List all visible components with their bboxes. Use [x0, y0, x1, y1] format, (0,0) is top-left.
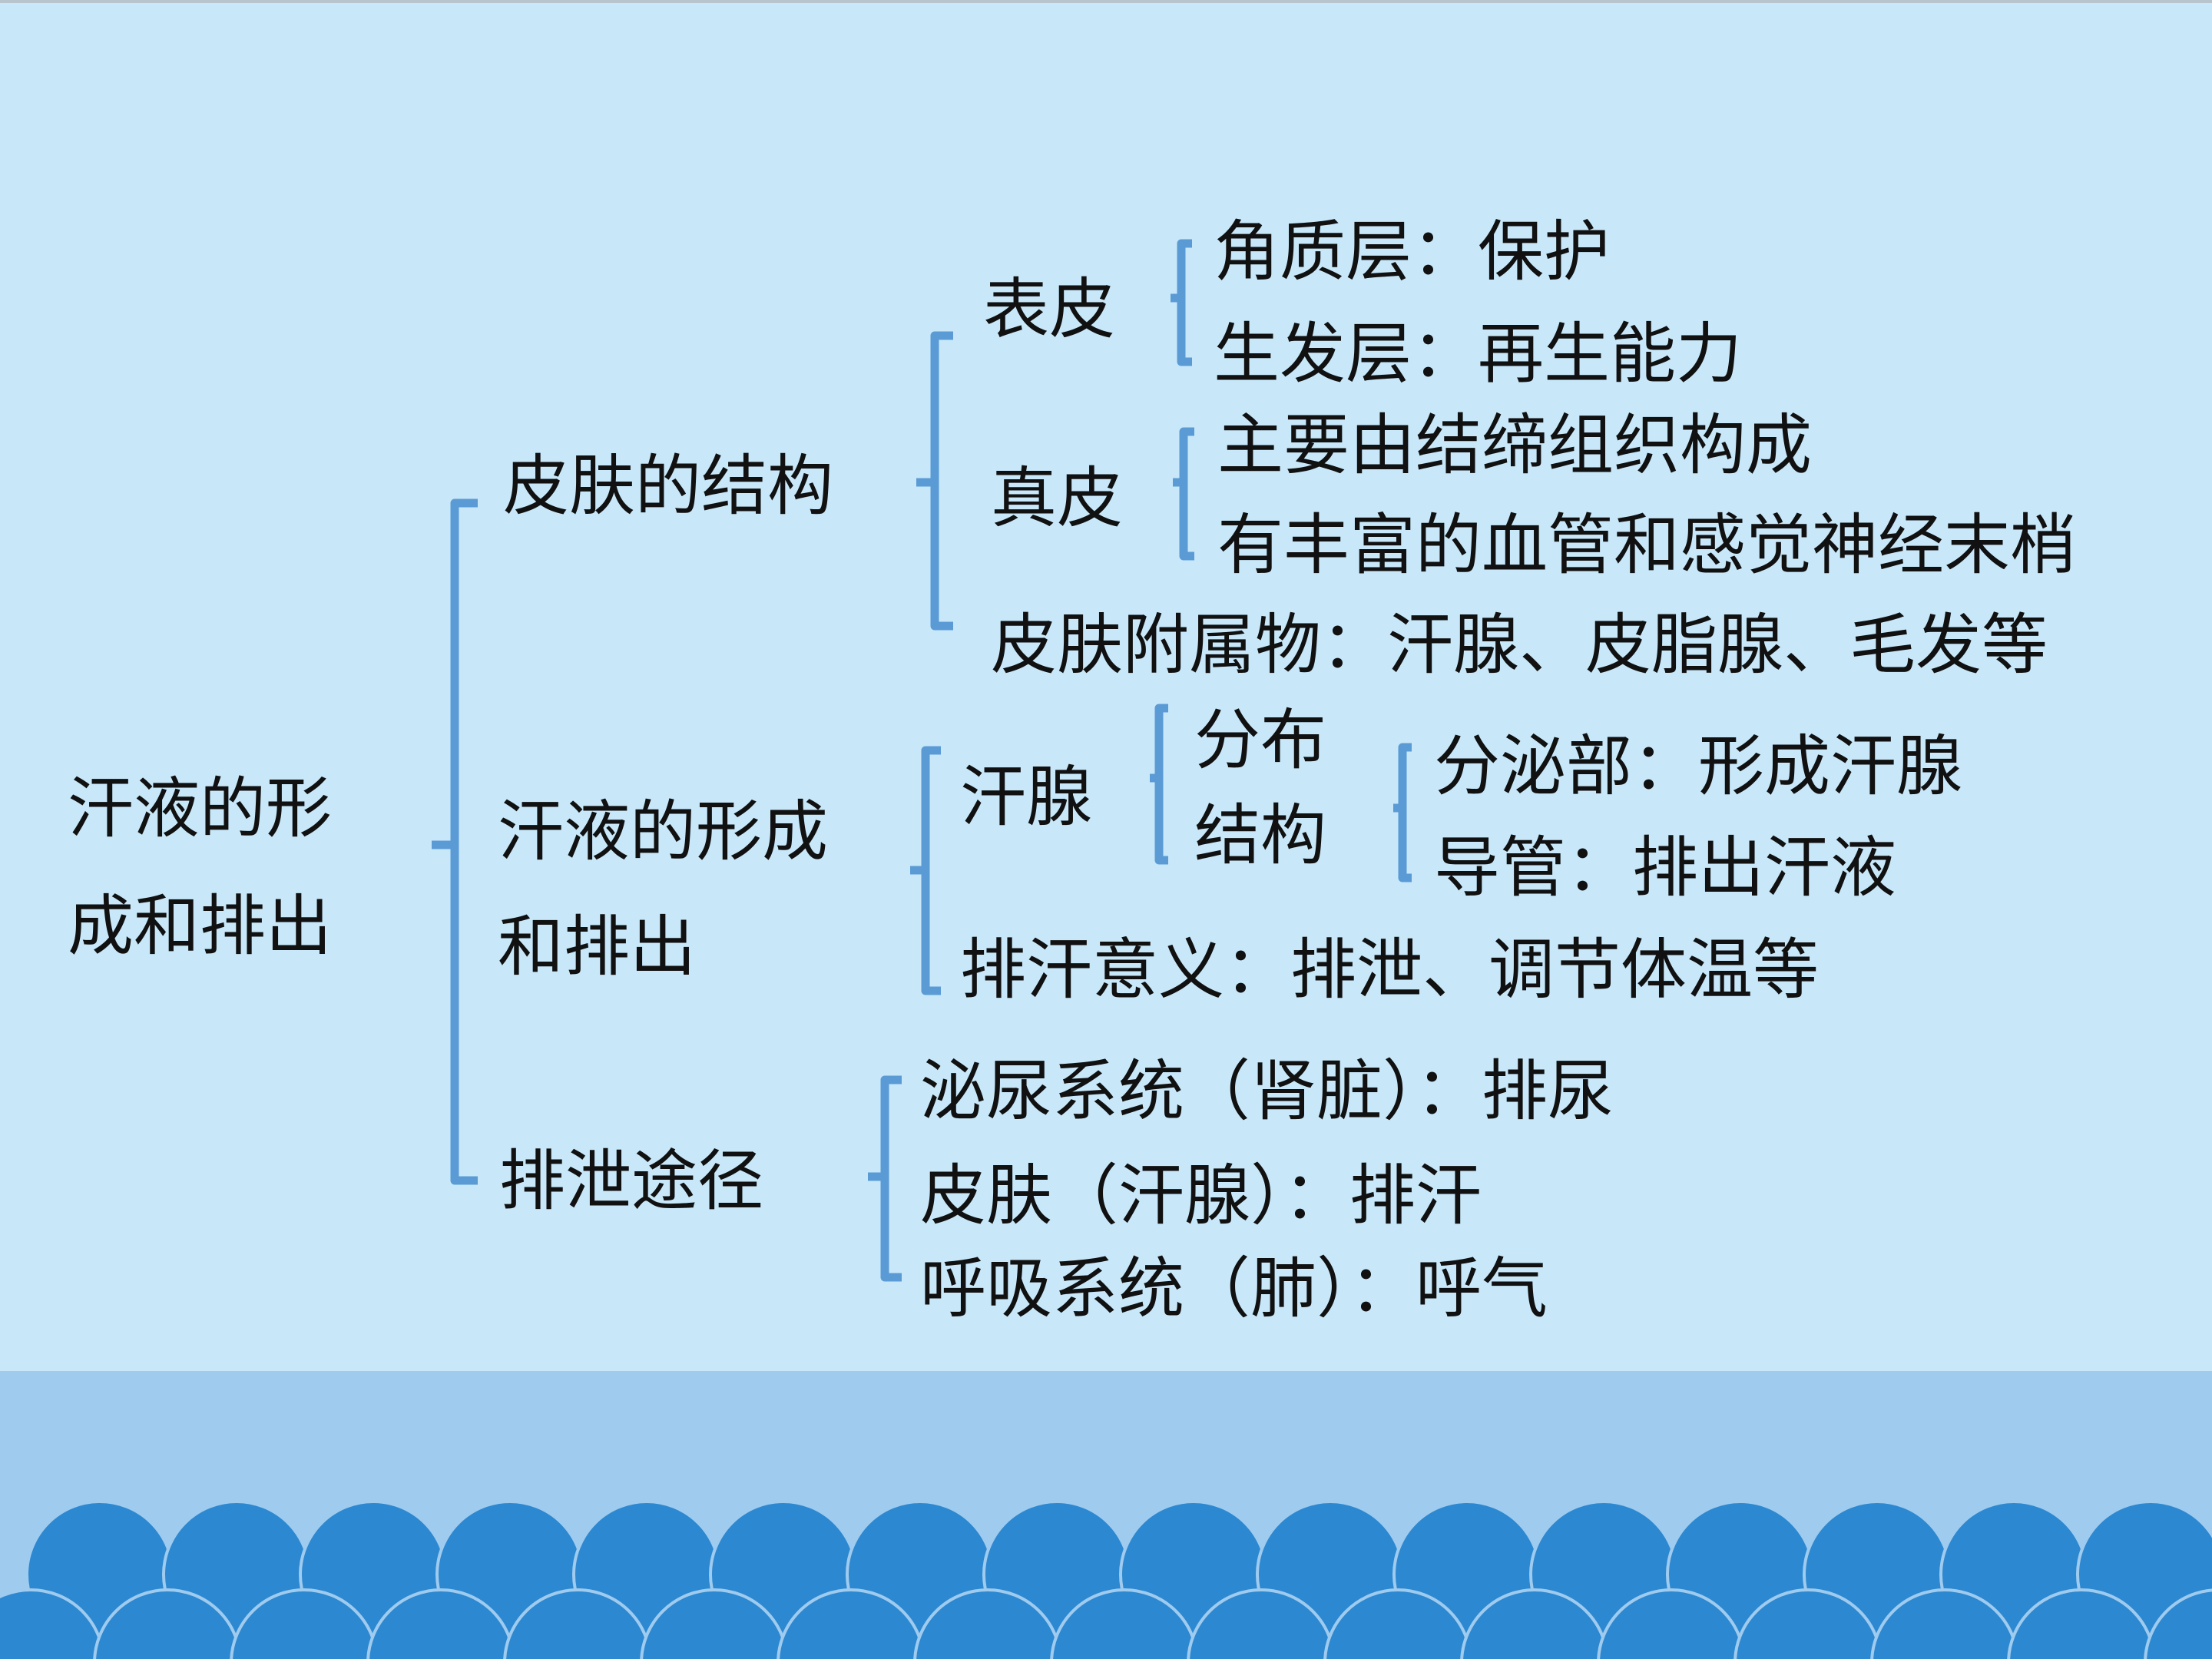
root-label-line2: 成和排出 — [68, 888, 332, 965]
sweat-formation-label-line1: 汗液的形成 — [498, 793, 828, 870]
curly-bracket — [1173, 427, 1194, 561]
scallop-shape — [230, 1588, 379, 1659]
curly-bracket — [910, 746, 941, 995]
excretion-route-item: 呼吸系统（肺）：呼气 — [920, 1250, 1548, 1327]
dermis-item: 主要由结缔组织构成 — [1217, 407, 1812, 484]
scallop-shape — [913, 1588, 1062, 1659]
scallop-shape — [777, 1588, 926, 1659]
epidermis-item: 角质层：保护 — [1214, 214, 1610, 290]
curly-bracket — [868, 1075, 902, 1282]
curly-bracket — [1171, 239, 1192, 366]
scallop-shape — [2144, 1588, 2212, 1659]
sweat-formation-label-line2: 和排出 — [498, 909, 696, 985]
gland-part-item: 导管：排出汗液 — [1434, 830, 1896, 906]
skin-appendages-label: 皮肤附属物：汗腺、皮脂腺、毛发等 — [991, 607, 2048, 684]
brackets — [432, 239, 1412, 1282]
curly-bracket — [1150, 704, 1168, 865]
scallop-shape — [366, 1588, 515, 1659]
wave-scallops — [0, 1500, 2212, 1659]
scallop-shape — [0, 1588, 105, 1659]
gland-distribution-label: 分布 — [1194, 702, 1326, 779]
scallop-shape — [640, 1588, 789, 1659]
scallop-shape — [503, 1588, 652, 1659]
sweating-significance-label: 排汗意义：排泄、调节体温等 — [960, 932, 1819, 1008]
root-label-line1: 汗液的形 — [68, 770, 332, 847]
excretion-route-item: 泌尿系统（肾脏）：排尿 — [920, 1053, 1614, 1130]
scallop-shape — [1734, 1588, 1883, 1659]
scallop-shape — [1870, 1588, 2019, 1659]
curly-bracket — [432, 498, 478, 1185]
top-border-line — [0, 0, 2212, 3]
epidermis-item: 生发层：再生能力 — [1214, 316, 1742, 392]
scallop-shape — [1187, 1588, 1336, 1659]
dermis-item: 有丰富的血管和感觉神经末梢 — [1217, 507, 2076, 584]
gland-structure-label: 结构 — [1194, 797, 1326, 874]
curly-bracket — [1393, 743, 1412, 882]
scallop-shape — [1460, 1588, 1609, 1659]
scallop-shape — [93, 1588, 242, 1659]
scallop-shape — [2007, 1588, 2156, 1659]
scallop-shape — [1597, 1588, 1746, 1659]
curly-bracket — [916, 331, 953, 631]
excretion-routes-label: 排泄途径 — [499, 1143, 763, 1220]
dermis-label: 真皮 — [991, 460, 1123, 537]
gland-part-item: 分泌部：形成汗腺 — [1434, 728, 1962, 805]
sweat-gland-label: 汗腺 — [960, 759, 1092, 836]
excretion-route-item: 皮肤（汗腺）：排汗 — [920, 1157, 1482, 1234]
scallop-shape — [1050, 1588, 1199, 1659]
skin-structure-label: 皮肤的结构 — [503, 448, 833, 525]
epidermis-label: 表皮 — [983, 271, 1115, 348]
scallop-shape — [1323, 1588, 1472, 1659]
